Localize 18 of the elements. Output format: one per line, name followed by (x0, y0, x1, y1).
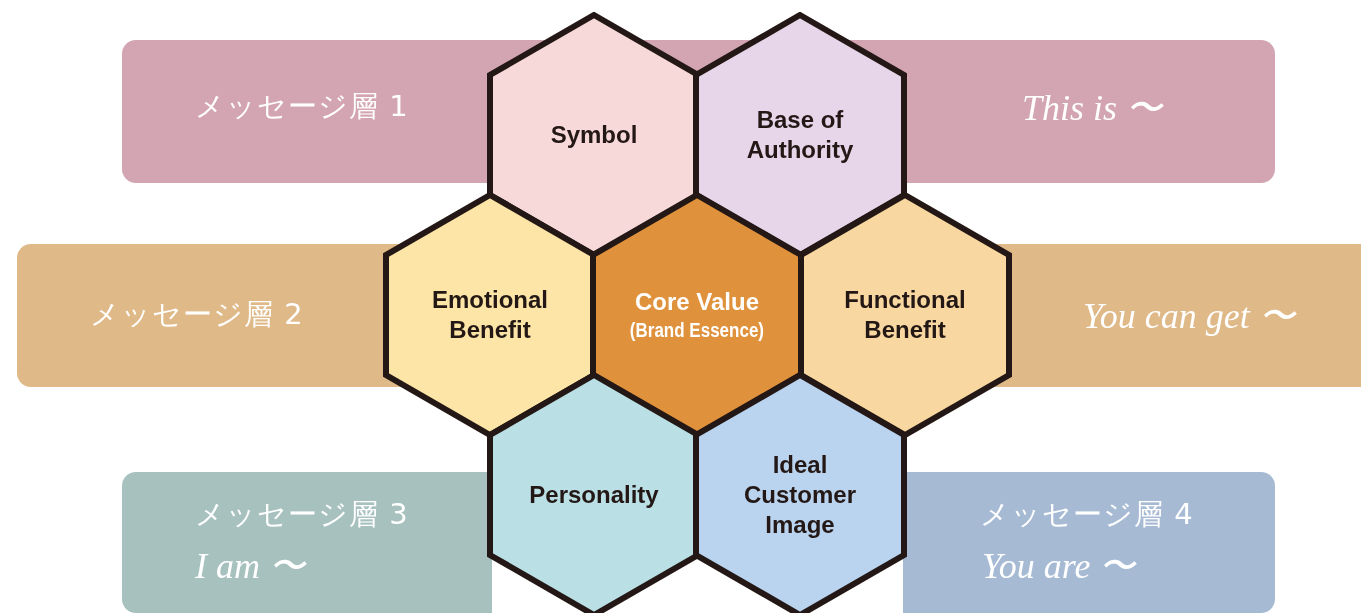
message-phrase: I am 〜 (195, 548, 305, 584)
hexagon-label: Personality (529, 480, 659, 510)
layer-label: メッセージ層 1 (195, 92, 409, 121)
message-phrase: You can get 〜 (1083, 298, 1295, 334)
layer-label: メッセージ層 2 (90, 300, 304, 329)
message-phrase: This is 〜 (1022, 90, 1163, 126)
hexagon-label: Base of Authority (745, 105, 855, 165)
hexagon-sublabel: (Brand Essence) (629, 318, 765, 343)
message-band (903, 472, 1275, 613)
hexagon-label: Symbol (550, 120, 638, 150)
message-band (122, 472, 492, 613)
layer-label: メッセージ層 3 (195, 500, 409, 529)
layer-label: メッセージ層 4 (980, 500, 1194, 529)
hexagon-label: Core Value (634, 287, 760, 317)
hexagon-label: Emotional Benefit (431, 285, 549, 345)
message-phrase: You are 〜 (982, 548, 1136, 584)
hexagon-label: Ideal Customer Image (743, 450, 857, 540)
hexagon-label: Functional Benefit (843, 285, 967, 345)
